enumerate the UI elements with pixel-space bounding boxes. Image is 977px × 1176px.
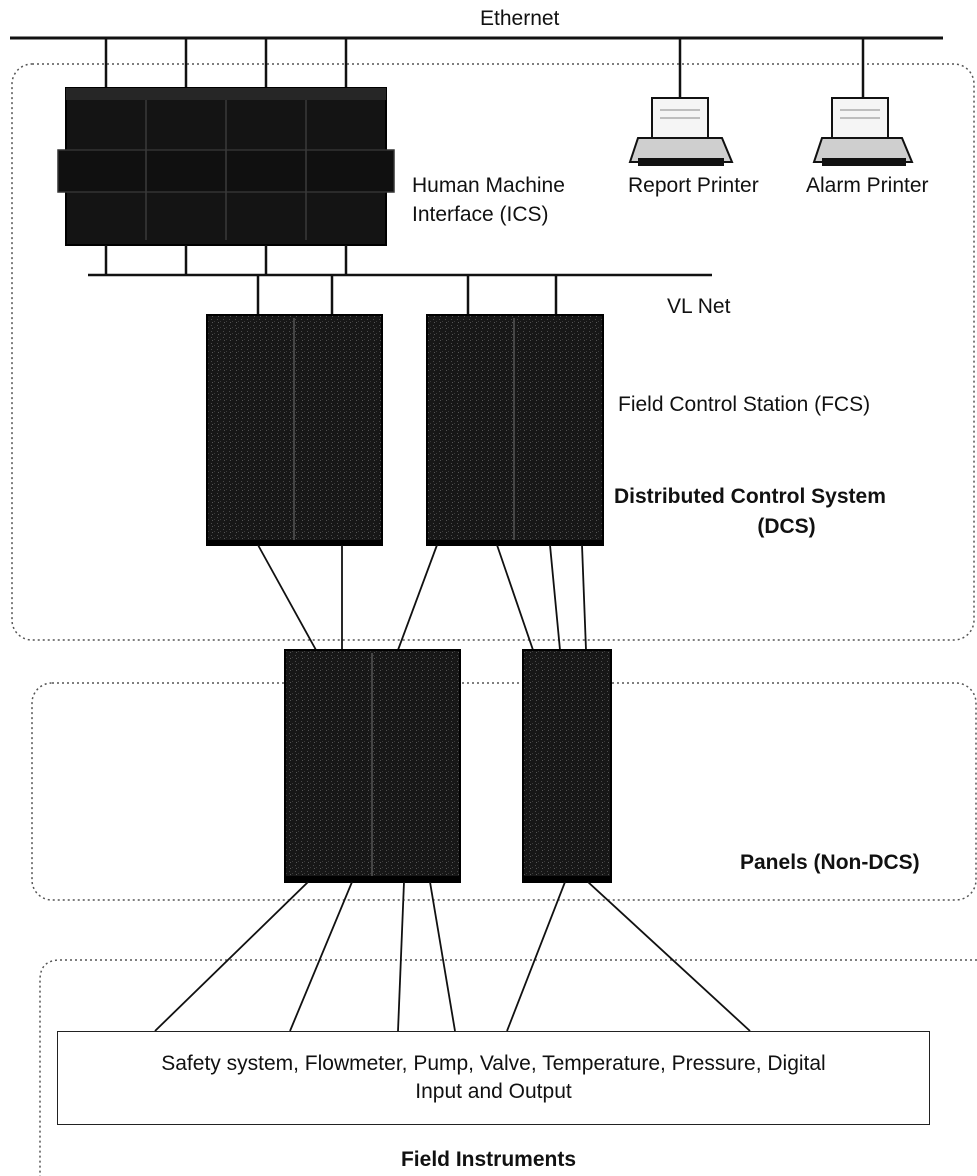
panels-region [31, 682, 977, 901]
hmi-vlnet-drops [104, 245, 348, 275]
hmi-console [57, 87, 395, 246]
vlnet-drops [256, 275, 558, 315]
dcs-title-line2: (DCS) [757, 515, 816, 538]
ethernet-drops [104, 38, 865, 105]
dcs-region [11, 63, 975, 641]
panel-field-cables [154, 881, 751, 1032]
fcs-label: Field Control Station (FCS) [618, 393, 871, 416]
hmi-label-line1: Human Machine [412, 174, 565, 197]
report-printer-label: Report Printer [628, 174, 759, 197]
alarm-printer-icon [812, 97, 914, 166]
field-box-line2: Input and Output [415, 1080, 572, 1103]
field-box-line1: Safety system, Flowmeter, Pump, Valve, T… [161, 1051, 826, 1075]
panel-cabinet-main [284, 649, 461, 883]
report-printer-icon [628, 97, 734, 166]
panel-cabinet-small [522, 649, 612, 883]
fcs-cabinet-left [206, 314, 383, 546]
fcs-cabinet-right [426, 314, 604, 546]
panels-title: Panels (Non-DCS) [740, 851, 920, 874]
hmi-label-line2: Interface (ICS) [412, 203, 549, 226]
fcs-panel-cables [257, 544, 587, 651]
ethernet-label: Ethernet [480, 7, 560, 30]
alarm-printer-label: Alarm Printer [806, 174, 929, 197]
field-instruments-title: Field Instruments [400, 1148, 577, 1171]
field-instruments-box: Safety system, Flowmeter, Pump, Valve, T… [57, 1031, 930, 1125]
dcs-title-line1: Distributed Control System [614, 485, 886, 508]
vlnet-label: VL Net [667, 295, 731, 318]
